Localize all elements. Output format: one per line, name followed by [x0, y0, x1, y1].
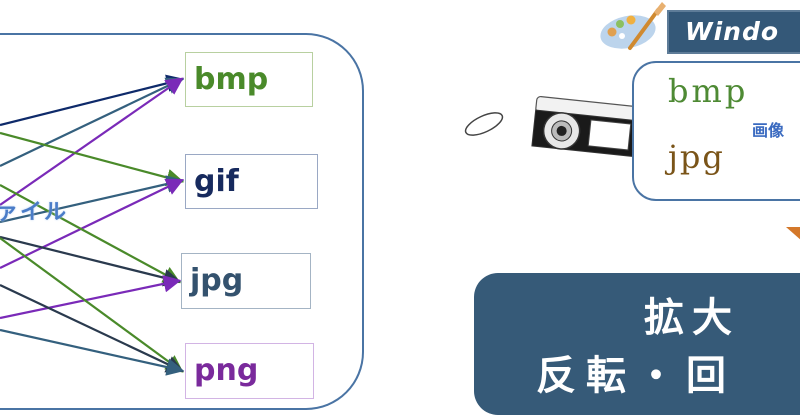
format-label-png: png: [194, 353, 259, 388]
operations-panel: [474, 273, 800, 415]
format-box-png: png: [185, 343, 314, 399]
conversion-arrows: [0, 74, 185, 376]
format-label-jpg: jpg: [190, 263, 244, 298]
operations-line-2: 反転・回: [536, 353, 736, 399]
camera-icon: [464, 95, 634, 158]
operations-line-1: 拡大: [644, 295, 740, 341]
windows-header: Windo: [667, 10, 800, 54]
card-format-jpg: jpg: [668, 138, 725, 176]
format-box-bmp: bmp: [185, 52, 313, 107]
format-box-gif: gif: [185, 154, 318, 209]
palette-icon: [600, 2, 666, 50]
card-image-label: 画像: [752, 121, 785, 140]
format-label-bmp: bmp: [194, 61, 269, 97]
format-conversion-panel: [0, 33, 364, 410]
down-arrow-icon: [786, 227, 800, 241]
format-box-jpg: jpg: [181, 253, 311, 309]
source-file-label: ァイル: [0, 200, 69, 225]
card-format-bmp: bmp: [668, 72, 749, 110]
format-card: [632, 61, 800, 201]
format-label-gif: gif: [194, 163, 239, 199]
